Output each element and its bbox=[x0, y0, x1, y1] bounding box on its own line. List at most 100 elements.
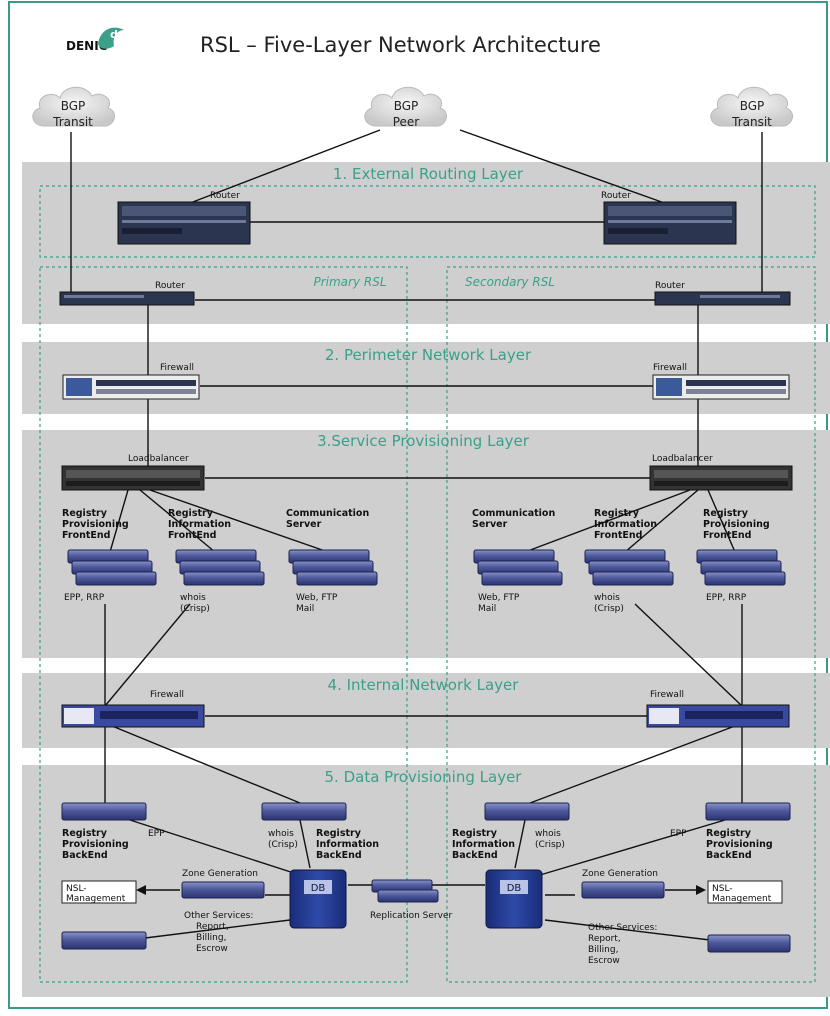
other-services-left-2: Report, bbox=[196, 922, 229, 932]
reg-prov-back-left-3: BackEnd bbox=[62, 850, 108, 861]
reg-prov-back-left-1: Registry bbox=[62, 828, 108, 839]
comm-server-left-1: Communication bbox=[286, 508, 369, 519]
other-services-right-4: Escrow bbox=[588, 956, 620, 966]
internal-firewall-right bbox=[646, 704, 790, 728]
web-ftp-left-2: Mail bbox=[296, 604, 314, 614]
cloud-bgp-transit-left: BGP Transit bbox=[32, 86, 116, 129]
server-stack-reg-info-front-right bbox=[584, 549, 674, 586]
zone-generation-left-label: Zone Generation bbox=[182, 869, 258, 879]
cloud-right-line-2: Transit bbox=[731, 115, 772, 129]
comm-server-right-1: Communication bbox=[472, 508, 555, 519]
reg-prov-front-right-3: FrontEnd bbox=[703, 530, 751, 541]
reg-prov-back-right-2: Provisioning bbox=[706, 839, 773, 850]
server-stack-reg-prov-front-left bbox=[67, 549, 157, 586]
whois-back-right-1: whois bbox=[535, 829, 561, 839]
band-layer-3 bbox=[22, 430, 830, 658]
server-stack-reg-prov-front-right bbox=[696, 549, 786, 586]
layer-title-1: 1. External Routing Layer bbox=[333, 165, 524, 183]
whois-left-2: (Crisp) bbox=[180, 604, 210, 614]
cloud-left-line-2: Transit bbox=[52, 115, 93, 129]
edge-router-left-label: Router bbox=[155, 281, 185, 291]
cloud-center-line-1: BGP bbox=[394, 99, 419, 113]
database-left: DB bbox=[289, 869, 347, 929]
denic-logo: DENIC de bbox=[66, 27, 125, 53]
perimeter-firewall-left-label: Firewall bbox=[160, 363, 194, 373]
perimeter-firewall-right-label: Firewall bbox=[653, 363, 687, 373]
other-services-left-4: Escrow bbox=[196, 944, 228, 954]
nsl-left-2: Management bbox=[66, 894, 126, 904]
reg-info-back-left-3: BackEnd bbox=[316, 850, 362, 861]
epp-rrp-left: EPP, RRP bbox=[64, 593, 105, 603]
cloud-bgp-transit-right: BGP Transit bbox=[710, 86, 794, 129]
comm-server-left-2: Server bbox=[286, 519, 322, 530]
whois-back-right-2: (Crisp) bbox=[535, 840, 565, 850]
secondary-rsl-label: Secondary RSL bbox=[465, 275, 555, 289]
database-right: DB bbox=[485, 869, 543, 929]
cloud-right-line-1: BGP bbox=[740, 99, 765, 113]
internal-firewall-right-label: Firewall bbox=[650, 690, 684, 700]
service-labels-left: Registry Provisioning FrontEnd Registry … bbox=[62, 508, 369, 541]
perimeter-firewall-right bbox=[652, 374, 790, 400]
edge-router-right-label: Router bbox=[655, 281, 685, 291]
reg-prov-back-right-3: BackEnd bbox=[706, 850, 752, 861]
reg-info-back-right-3: BackEnd bbox=[452, 850, 498, 861]
wires bbox=[70, 129, 763, 941]
replication-server-label: Replication Server bbox=[370, 911, 452, 921]
reg-prov-front-left-1: Registry bbox=[62, 508, 108, 519]
reg-prov-front-right-2: Provisioning bbox=[703, 519, 770, 530]
nsl-right-2: Management bbox=[712, 894, 772, 904]
external-routing-region bbox=[39, 185, 816, 258]
reg-info-front-left-1: Registry bbox=[168, 508, 214, 519]
reg-info-back-left-1: Registry bbox=[316, 828, 362, 839]
logo-badge: de bbox=[110, 28, 125, 41]
nsl-management-right: NSL- Management bbox=[707, 880, 783, 904]
edge-router-right bbox=[654, 291, 791, 306]
server-stack-comm-server-right bbox=[473, 549, 563, 586]
arrows bbox=[136, 885, 706, 895]
reg-info-front-right-1: Registry bbox=[594, 508, 640, 519]
internal-firewall-left bbox=[61, 704, 205, 728]
nsl-left-1: NSL- bbox=[66, 884, 87, 894]
layer-title-4: 4. Internal Network Layer bbox=[328, 676, 520, 694]
server-whois-back-left bbox=[261, 802, 347, 821]
replication-server bbox=[371, 879, 439, 903]
db-left-label: DB bbox=[311, 883, 326, 894]
server-reg-prov-back-right bbox=[705, 802, 791, 821]
zone-generation-server-left bbox=[181, 881, 265, 899]
core-router-left-label: Router bbox=[210, 191, 240, 201]
server-reg-prov-back-left bbox=[61, 802, 147, 821]
reg-prov-back-right-1: Registry bbox=[706, 828, 752, 839]
web-ftp-right-2: Mail bbox=[478, 604, 496, 614]
internal-firewall-left-label: Firewall bbox=[150, 690, 184, 700]
whois-right-1: whois bbox=[594, 593, 620, 603]
primary-rsl-label: Primary RSL bbox=[313, 275, 386, 289]
other-services-right-3: Billing, bbox=[588, 945, 618, 955]
epp-rrp-right: EPP, RRP bbox=[706, 593, 747, 603]
loadbalancer-right-label: Loadbalancer bbox=[652, 454, 713, 464]
reg-info-front-left-2: Information bbox=[168, 519, 231, 530]
whois-right-2: (Crisp) bbox=[594, 604, 624, 614]
reg-info-back-right-2: Information bbox=[452, 839, 515, 850]
loadbalancer-right bbox=[649, 465, 793, 491]
layer-title-2: 2. Perimeter Network Layer bbox=[325, 346, 532, 364]
perimeter-firewall-left bbox=[62, 374, 200, 400]
loadbalancer-left bbox=[61, 465, 205, 491]
other-services-right-1: Other Services: bbox=[588, 923, 657, 933]
db-right-label: DB bbox=[507, 883, 522, 894]
cloud-bgp-peer: BGP Peer bbox=[364, 86, 448, 129]
edge-router-left bbox=[59, 291, 195, 306]
epp-right: EPP bbox=[670, 829, 687, 839]
loadbalancer-left-label: Loadbalancer bbox=[128, 454, 189, 464]
layer-title-3: 3.Service Provisioning Layer bbox=[317, 432, 530, 450]
reg-info-front-right-3: FrontEnd bbox=[594, 530, 642, 541]
nsl-management-left: NSL- Management bbox=[61, 880, 137, 904]
secondary-rsl-region bbox=[446, 266, 816, 983]
server-stack-reg-info-front-left bbox=[175, 549, 265, 586]
comm-server-right-2: Server bbox=[472, 519, 508, 530]
whois-back-left-1: whois bbox=[268, 829, 294, 839]
logo-swoosh bbox=[98, 27, 124, 49]
layer-title-5: 5. Data Provisioning Layer bbox=[325, 768, 523, 786]
primary-rsl-region bbox=[39, 266, 408, 983]
